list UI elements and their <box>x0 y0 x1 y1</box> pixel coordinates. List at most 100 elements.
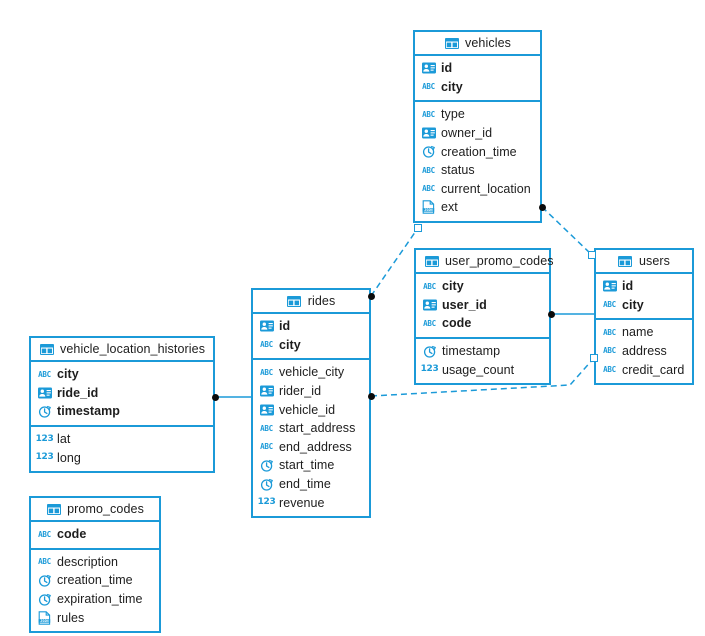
abc-icon: ABC <box>423 281 436 291</box>
table-title-vehicle_location_histories[interactable]: vehicle_location_histories <box>31 338 213 362</box>
abc-icon: ABC <box>260 442 273 452</box>
json-icon: JSON <box>37 610 52 625</box>
field-row-promo_codes-code[interactable]: ABC code <box>31 525 159 544</box>
field-label: user_id <box>442 297 487 312</box>
field-label: end_time <box>279 477 331 492</box>
field-row-vehicles-creation_time[interactable]: creation_time <box>415 142 540 161</box>
abc-icon: ABC <box>38 529 51 539</box>
field-label: start_time <box>279 458 335 473</box>
relationship-many-endpoint <box>367 292 375 300</box>
field-row-user_promo_codes-timestamp[interactable]: timestamp <box>416 342 549 361</box>
table-name-label: vehicles <box>465 36 511 50</box>
field-label: rider_id <box>279 384 322 399</box>
abc-icon: ABC <box>422 109 435 119</box>
table-name-label: user_promo_codes <box>445 254 554 268</box>
field-label: code <box>442 316 472 331</box>
field-row-rides-id[interactable]: id <box>253 317 369 336</box>
field-row-user_promo_codes-user_id[interactable]: user_id <box>416 296 549 315</box>
field-label: code <box>57 527 87 542</box>
field-row-rides-vehicle_id[interactable]: vehicle_id <box>253 400 369 419</box>
table-title-rides[interactable]: rides <box>253 290 369 314</box>
field-label: revenue <box>279 495 325 510</box>
field-label: city <box>441 79 463 94</box>
field-row-vehicles-owner_id[interactable]: owner_id <box>415 124 540 143</box>
abc-icon: ABC <box>260 367 273 377</box>
field-label: city <box>622 297 644 312</box>
123-icon: 123 <box>35 452 54 463</box>
abc-icon: ABC <box>38 369 51 379</box>
table-title-promo_codes[interactable]: promo_codes <box>31 498 159 522</box>
field-label: name <box>622 325 654 340</box>
field-row-users-address[interactable]: ABC address <box>596 342 692 361</box>
field-label: status <box>441 163 475 178</box>
field-row-rides-end_time[interactable]: end_time <box>253 475 369 494</box>
abc-icon: ABC <box>603 327 616 337</box>
field-row-vehicles-id[interactable]: id <box>415 59 540 78</box>
table-name-label: vehicle_location_histories <box>60 342 206 356</box>
id-card-icon <box>421 61 436 75</box>
id-card-icon <box>37 386 52 400</box>
table-icon <box>444 36 459 50</box>
field-row-users-id[interactable]: id <box>596 277 692 296</box>
table-name-label: rides <box>307 294 336 308</box>
field-label: address <box>622 344 667 359</box>
table-icon <box>618 254 633 268</box>
123-icon: 123 <box>257 497 276 508</box>
field-row-promo_codes-expiration_time[interactable]: expiration_time <box>31 590 159 609</box>
svg-text:JSON: JSON <box>40 619 48 623</box>
table-icon <box>424 254 439 268</box>
field-row-promo_codes-creation_time[interactable]: creation_time <box>31 571 159 590</box>
field-row-user_promo_codes-city[interactable]: ABC city <box>416 277 549 296</box>
id-card-icon <box>259 384 274 398</box>
field-row-vehicle_location_histories-ride_id[interactable]: ride_id <box>31 384 213 403</box>
field-label: long <box>57 450 81 465</box>
field-label: city <box>442 279 464 294</box>
field-row-vehicle_location_histories-timestamp[interactable]: timestamp <box>31 402 213 421</box>
table-title-users[interactable]: users <box>596 250 692 274</box>
primary-key-section-promo_codes: ABC code <box>31 522 159 550</box>
clock-icon <box>37 592 52 606</box>
field-row-rides-start_time[interactable]: start_time <box>253 456 369 475</box>
field-row-rides-rider_id[interactable]: rider_id <box>253 382 369 401</box>
field-label: expiration_time <box>57 592 143 607</box>
abc-icon: ABC <box>260 340 273 350</box>
svg-text:JSON: JSON <box>424 209 432 213</box>
abc-icon: ABC <box>603 346 616 356</box>
field-row-users-name[interactable]: ABC name <box>596 323 692 342</box>
table-title-vehicles[interactable]: vehicles <box>415 32 540 56</box>
table-icon <box>39 342 54 356</box>
table-title-user_promo_codes[interactable]: user_promo_codes <box>416 250 554 274</box>
clock-icon <box>259 477 274 491</box>
clock-icon <box>37 573 52 587</box>
